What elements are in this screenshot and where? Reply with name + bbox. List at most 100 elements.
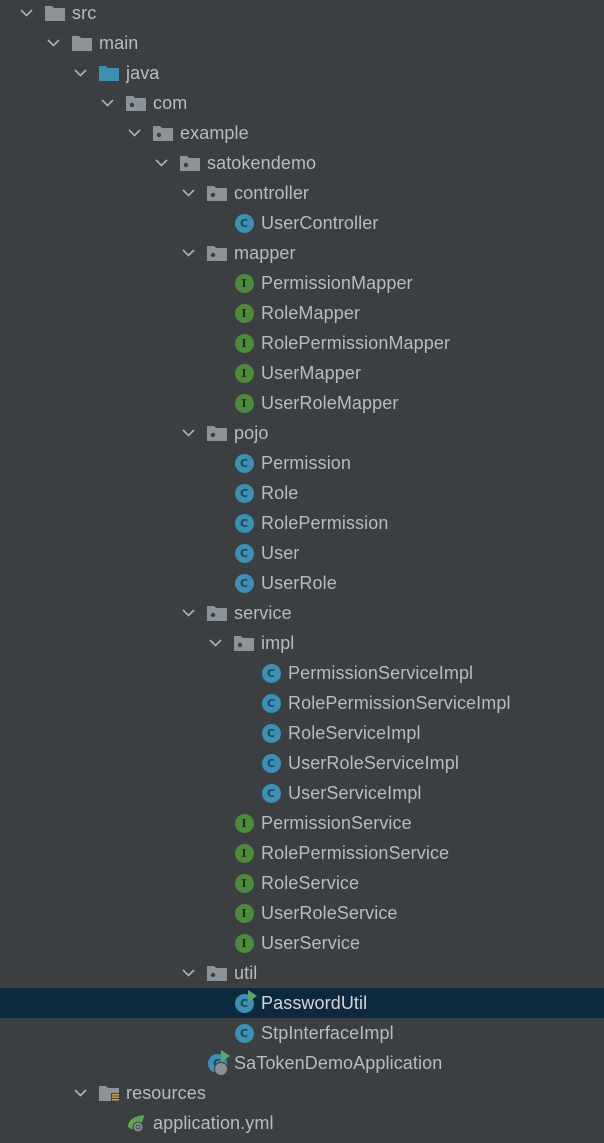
chevron-down-icon[interactable] (181, 238, 195, 268)
class-icon: C (234, 573, 254, 593)
tree-row[interactable]: I RoleService (0, 868, 604, 898)
tree-item-label: java (126, 62, 160, 83)
tree-item-label: service (234, 602, 292, 623)
tree-row[interactable]: I RolePermissionService (0, 838, 604, 868)
tree-item-label: RoleService (261, 872, 360, 893)
package-icon (207, 183, 227, 203)
tree-item-label: com (153, 92, 188, 113)
chevron-down-icon[interactable] (181, 178, 195, 208)
interface-icon: I (234, 333, 254, 353)
class-icon: C (234, 213, 254, 233)
tree-item-label: User (261, 542, 300, 563)
tree-row[interactable]: resources (0, 1078, 604, 1108)
chevron-down-icon[interactable] (73, 1078, 87, 1108)
package-icon (153, 123, 173, 143)
tree-row[interactable]: satokendemo (0, 148, 604, 178)
tree-row[interactable]: application.yml (0, 1108, 604, 1138)
tree-item-label: RolePermission (261, 512, 389, 533)
interface-icon: I (234, 273, 254, 293)
tree-item-label: UserRoleService (261, 902, 398, 923)
folder-icon (72, 33, 92, 53)
tree-item-label: satokendemo (207, 152, 317, 173)
package-icon (126, 93, 146, 113)
package-icon (207, 603, 227, 623)
tree-item-label: UserController (261, 212, 379, 233)
class-icon: C (234, 483, 254, 503)
tree-row[interactable]: mapper (0, 238, 604, 268)
tree-item-label: PasswordUtil (261, 992, 368, 1013)
tree-row[interactable]: C RoleServiceImpl (0, 718, 604, 748)
tree-row[interactable]: impl (0, 628, 604, 658)
chevron-down-icon[interactable] (46, 28, 60, 58)
tree-row[interactable]: com (0, 88, 604, 118)
tree-row[interactable]: C RolePermissionServiceImpl (0, 688, 604, 718)
interface-icon: I (234, 873, 254, 893)
interface-icon: I (234, 813, 254, 833)
tree-item-label: src (72, 2, 97, 23)
tree-row[interactable]: main (0, 28, 604, 58)
chevron-down-icon[interactable] (208, 628, 222, 658)
chevron-down-icon[interactable] (100, 88, 114, 118)
interface-icon: I (234, 393, 254, 413)
tree-item-label: Permission (261, 452, 352, 473)
tree-row[interactable]: C UserRole (0, 568, 604, 598)
tree-row[interactable]: CSaTokenDemoApplication (0, 1048, 604, 1078)
chevron-down-icon[interactable] (154, 148, 168, 178)
chevron-down-icon[interactable] (19, 0, 33, 28)
tree-row[interactable]: I PermissionService (0, 808, 604, 838)
tree-row[interactable]: controller (0, 178, 604, 208)
tree-item-label: PermissionService (261, 812, 412, 833)
interface-icon: I (234, 363, 254, 383)
tree-row[interactable]: C User (0, 538, 604, 568)
tree-row[interactable]: C UserController (0, 208, 604, 238)
class-icon: C (234, 1023, 254, 1043)
interface-icon: I (234, 843, 254, 863)
package-icon (207, 423, 227, 443)
tree-row[interactable]: src (0, 0, 604, 28)
tree-item-label: RoleServiceImpl (288, 722, 421, 743)
package-icon (207, 963, 227, 983)
tree-row[interactable]: example (0, 118, 604, 148)
tree-item-label: impl (261, 632, 295, 653)
class-icon: C (261, 693, 281, 713)
tree-row[interactable]: service (0, 598, 604, 628)
chevron-down-icon[interactable] (181, 418, 195, 448)
source-folder-icon (99, 63, 119, 83)
chevron-down-icon[interactable] (73, 58, 87, 88)
interface-icon: I (234, 933, 254, 953)
package-icon (180, 153, 200, 173)
tree-item-label: UserRole (261, 572, 337, 593)
tree-item-label: RolePermissionServiceImpl (288, 692, 511, 713)
chevron-down-icon[interactable] (181, 598, 195, 628)
chevron-down-icon[interactable] (181, 958, 195, 988)
spring-boot-app-icon: C (207, 1050, 230, 1076)
chevron-down-icon[interactable] (127, 118, 141, 148)
tree-item-label: UserRoleServiceImpl (288, 752, 459, 773)
class-icon: C (261, 723, 281, 743)
tree-row[interactable]: java (0, 58, 604, 88)
runnable-class-icon: C (234, 990, 257, 1013)
tree-row[interactable]: pojo (0, 418, 604, 448)
tree-row[interactable]: util (0, 958, 604, 988)
tree-item-label: pojo (234, 422, 269, 443)
tree-item-label: RoleMapper (261, 302, 361, 323)
tree-item-label: PermissionServiceImpl (288, 662, 474, 683)
tree-item-label: RolePermissionService (261, 842, 450, 863)
class-icon: C (234, 543, 254, 563)
tree-item-label: UserServiceImpl (288, 782, 422, 803)
